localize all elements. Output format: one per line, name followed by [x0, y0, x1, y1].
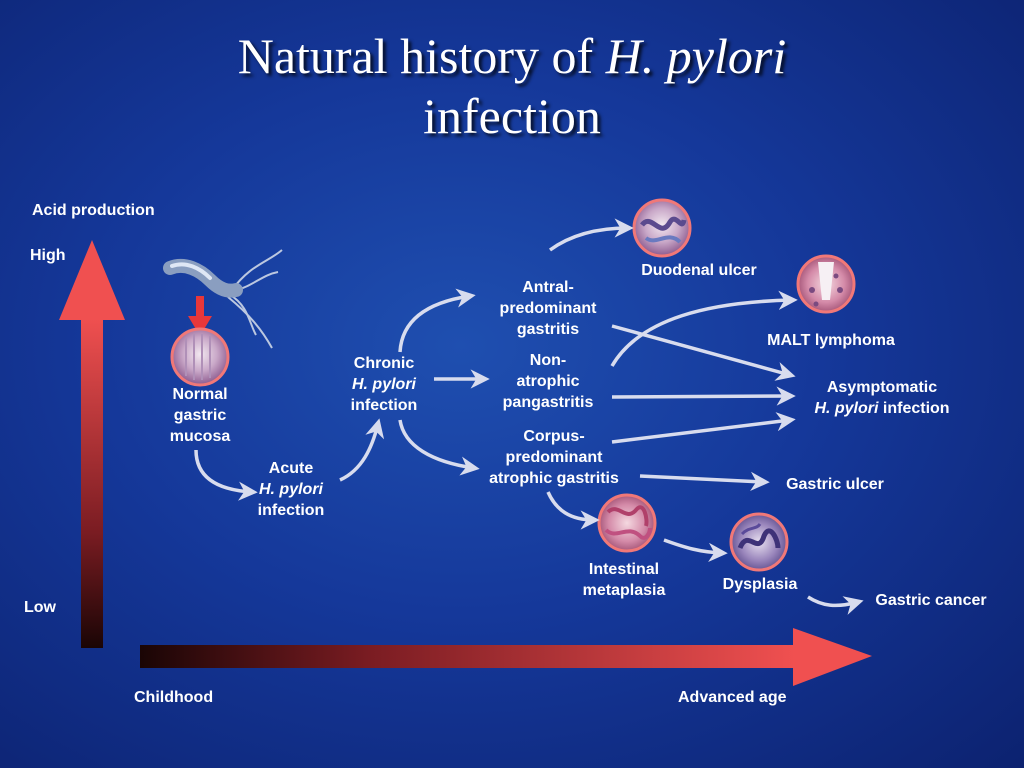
connector-corpus-to-gastric-ulcer	[639, 471, 770, 491]
acid-production-axis-arrow	[59, 240, 125, 648]
connector-chronic-to-antral	[398, 288, 476, 353]
y-axis-high-label: High	[30, 247, 66, 264]
node-non-atrophic-pangastritis: Non- atrophic pangastritis	[502, 352, 594, 411]
connector-non-atrophic-to-asymptomatic	[611, 386, 796, 406]
title-line-2: infection	[423, 88, 601, 144]
connector-acute-to-chronic	[339, 418, 385, 482]
node-duodenal-ulcer: Duodenal ulcer	[641, 262, 757, 279]
node-asymptomatic-infection: Asymptomatic H. pylori infection	[814, 379, 950, 417]
y-axis-low-label: Low	[24, 599, 56, 616]
connector-chronic-to-corpus	[398, 419, 480, 476]
duodenal-ulcer-histology-icon	[632, 198, 692, 258]
connector-antral-to-duodenal	[548, 218, 634, 252]
normal-mucosa-histology-icon	[170, 327, 230, 387]
title-line-1: Natural history of H. pylori	[237, 28, 787, 84]
node-intestinal-metaplasia: Intestinal metaplasia	[582, 561, 666, 599]
dysplasia-histology-icon	[729, 512, 789, 572]
pathway-connectors	[194, 218, 864, 615]
malt-lymphoma-histology-icon	[796, 254, 856, 314]
node-corpus-predominant-atrophic-gastritis: Corpus- predominant atrophic gastritis	[489, 428, 619, 487]
connector-metaplasia-to-dysplasia	[663, 538, 728, 563]
x-axis-start-label: Childhood	[134, 689, 214, 706]
connector-dysplasia-to-gastric-cancer	[807, 595, 864, 615]
node-acute-infection: Acute H. pylori infection	[257, 460, 325, 519]
connector-normal-to-acute	[194, 449, 258, 501]
node-gastric-cancer: Gastric cancer	[875, 592, 987, 609]
connector-corpus-to-asymptomatic	[611, 412, 796, 444]
node-malt-lymphoma: MALT lymphoma	[767, 332, 895, 349]
node-antral-predominant-gastritis: Antral- predominant gastritis	[499, 279, 597, 338]
y-axis-label: Acid production	[32, 202, 155, 219]
connector-corpus-to-metaplasia	[546, 491, 600, 530]
x-axis-end-label: Advanced age	[678, 689, 787, 706]
node-normal-mucosa: Normal gastric mucosa	[169, 386, 231, 445]
infection-entry-arrow	[188, 296, 212, 336]
intestinal-metaplasia-histology-icon	[597, 493, 657, 553]
node-gastric-ulcer: Gastric ulcer	[786, 476, 884, 493]
node-dysplasia: Dysplasia	[722, 576, 798, 593]
age-axis-arrow	[140, 628, 872, 686]
bacterium-icon	[163, 249, 283, 349]
connector-non-atrophic-to-malt	[610, 290, 798, 367]
node-chronic-infection: Chronic H. pylori infection	[350, 355, 418, 414]
page-title: Natural history of H. pylori infection	[0, 26, 1024, 146]
